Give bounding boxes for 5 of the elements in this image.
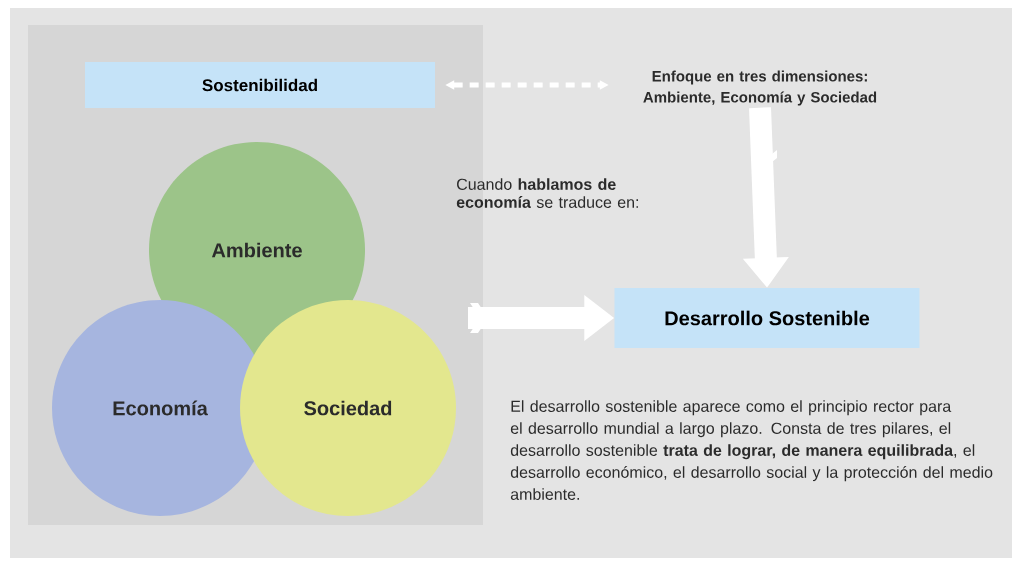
title-box: Desarrollo Sostenible	[614, 288, 920, 348]
title-box: Sostenibilidad	[85, 62, 435, 108]
heading-text: Enfoque en tres dimensiones: Ambiente, Economía y Sociedad	[643, 70, 877, 106]
note-text: Cuando hablamos de economía se traduce en:	[456, 178, 638, 208]
paragraph: El desarrollo sostenible aparece como el principio rector para el desarrollo mundial a largo plazo. Consta de tres pilares, el desarrollo sostenible trata de lograr, de manera equilibrada, el desarrollo económico, el desarrollo social y la protección del medio ambiente.	[510, 400, 993, 500]
